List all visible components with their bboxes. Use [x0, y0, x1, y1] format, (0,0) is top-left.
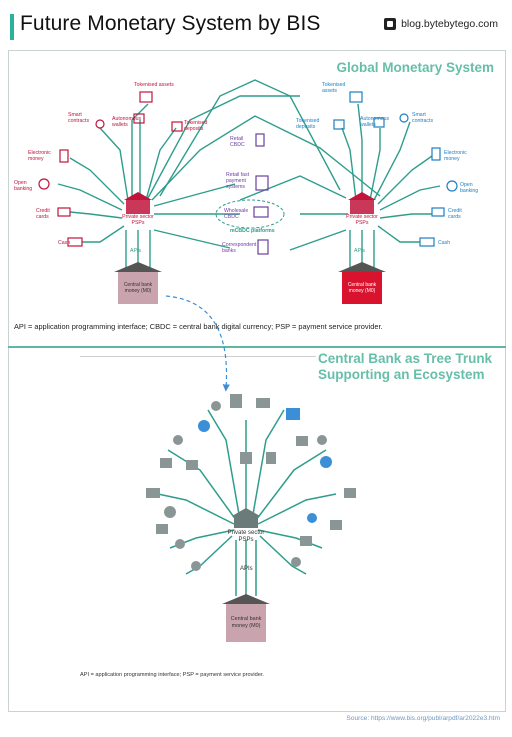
retail-cbdc-icon	[255, 133, 265, 147]
diagram-frame	[8, 50, 506, 712]
chat-icon	[164, 506, 176, 518]
top-heading: Global Monetary System	[336, 60, 494, 75]
brand-text: blog.bytebytego.com	[401, 18, 498, 30]
tokenised-assets-icon-right	[349, 91, 363, 103]
cash-icon-left	[67, 237, 83, 247]
left-hub-icon	[124, 192, 152, 214]
connector-arrow	[165, 295, 230, 392]
wholesale-cbdc-ellipse	[215, 199, 285, 229]
cart-icon	[160, 458, 172, 468]
user-icon	[266, 452, 276, 464]
electronic-money-icon-right	[431, 147, 441, 161]
smart-contracts-icon-right	[399, 113, 409, 123]
heading-rule	[80, 356, 316, 357]
video-icon	[156, 524, 168, 534]
bottom-heading: Central Bank as Tree Trunk Supporting an…	[318, 351, 492, 383]
tokenised-deposits-icon-left	[171, 121, 183, 132]
autonomous-wallets-icon-right	[373, 117, 385, 128]
top-caption: API = application programming interface;…	[14, 322, 383, 331]
right-tree	[239, 103, 441, 272]
music-icon	[240, 452, 252, 464]
bottom-trunk	[222, 594, 270, 642]
cash-icon-right	[419, 237, 435, 247]
left-tree	[57, 79, 381, 272]
bottom-tree	[157, 409, 337, 596]
phone-icon	[230, 394, 242, 408]
panel-divider	[8, 346, 506, 348]
electronic-money-icon-left	[59, 149, 69, 163]
wifi-icon	[191, 561, 201, 571]
mail-icon	[186, 460, 198, 470]
clock-icon	[291, 557, 301, 567]
right-trunk	[338, 262, 386, 304]
credit-cards-icon-right	[431, 207, 445, 217]
right-hub-icon	[348, 192, 376, 214]
correspondent-banks-icon	[257, 239, 269, 255]
bottom-caption: API = application programming interface;…	[80, 672, 264, 678]
title-accent-bar	[10, 14, 14, 40]
bytebytego-logo-icon	[384, 18, 397, 30]
smart-contracts-icon-left	[95, 119, 105, 129]
at-icon	[211, 401, 221, 411]
ecosystem-icons	[146, 394, 356, 571]
chart-icon	[286, 408, 300, 420]
bottom-heading-line1: Central Bank as Tree Trunk	[318, 351, 493, 366]
left-trunk	[114, 262, 162, 304]
open-banking-icon-left	[38, 178, 50, 190]
bottom-hub-icon	[232, 508, 260, 528]
map-icon	[296, 436, 308, 446]
gear-icon	[320, 456, 332, 468]
power-icon	[317, 435, 327, 445]
credit-cards-icon-left	[57, 207, 71, 217]
autonomous-wallets-icon-left	[133, 113, 145, 124]
atom-icon	[307, 513, 317, 523]
laptop-icon	[146, 488, 160, 498]
star-icon	[175, 539, 185, 549]
envelope-icon	[344, 488, 356, 498]
wholesale-cbdc-icon	[253, 206, 269, 218]
open-banking-icon-right	[446, 180, 458, 192]
tokenised-deposits-icon-right	[333, 119, 345, 130]
brand[interactable]: blog.bytebytego.com	[383, 17, 498, 31]
page-title: Future Monetary System by BIS	[20, 12, 321, 35]
lock-icon	[300, 536, 312, 546]
source-link[interactable]: Source: https://www.bis.org/publ/arpdf/a…	[346, 715, 500, 722]
headset-icon	[173, 435, 183, 445]
bottom-heading-line2: Supporting an Ecosystem	[318, 367, 485, 382]
html-icon	[330, 520, 342, 530]
handshake-icon	[256, 398, 270, 408]
fast-payment-icon	[255, 175, 269, 191]
cloud-icon	[198, 420, 210, 432]
tokenised-assets-icon-left	[139, 91, 153, 103]
